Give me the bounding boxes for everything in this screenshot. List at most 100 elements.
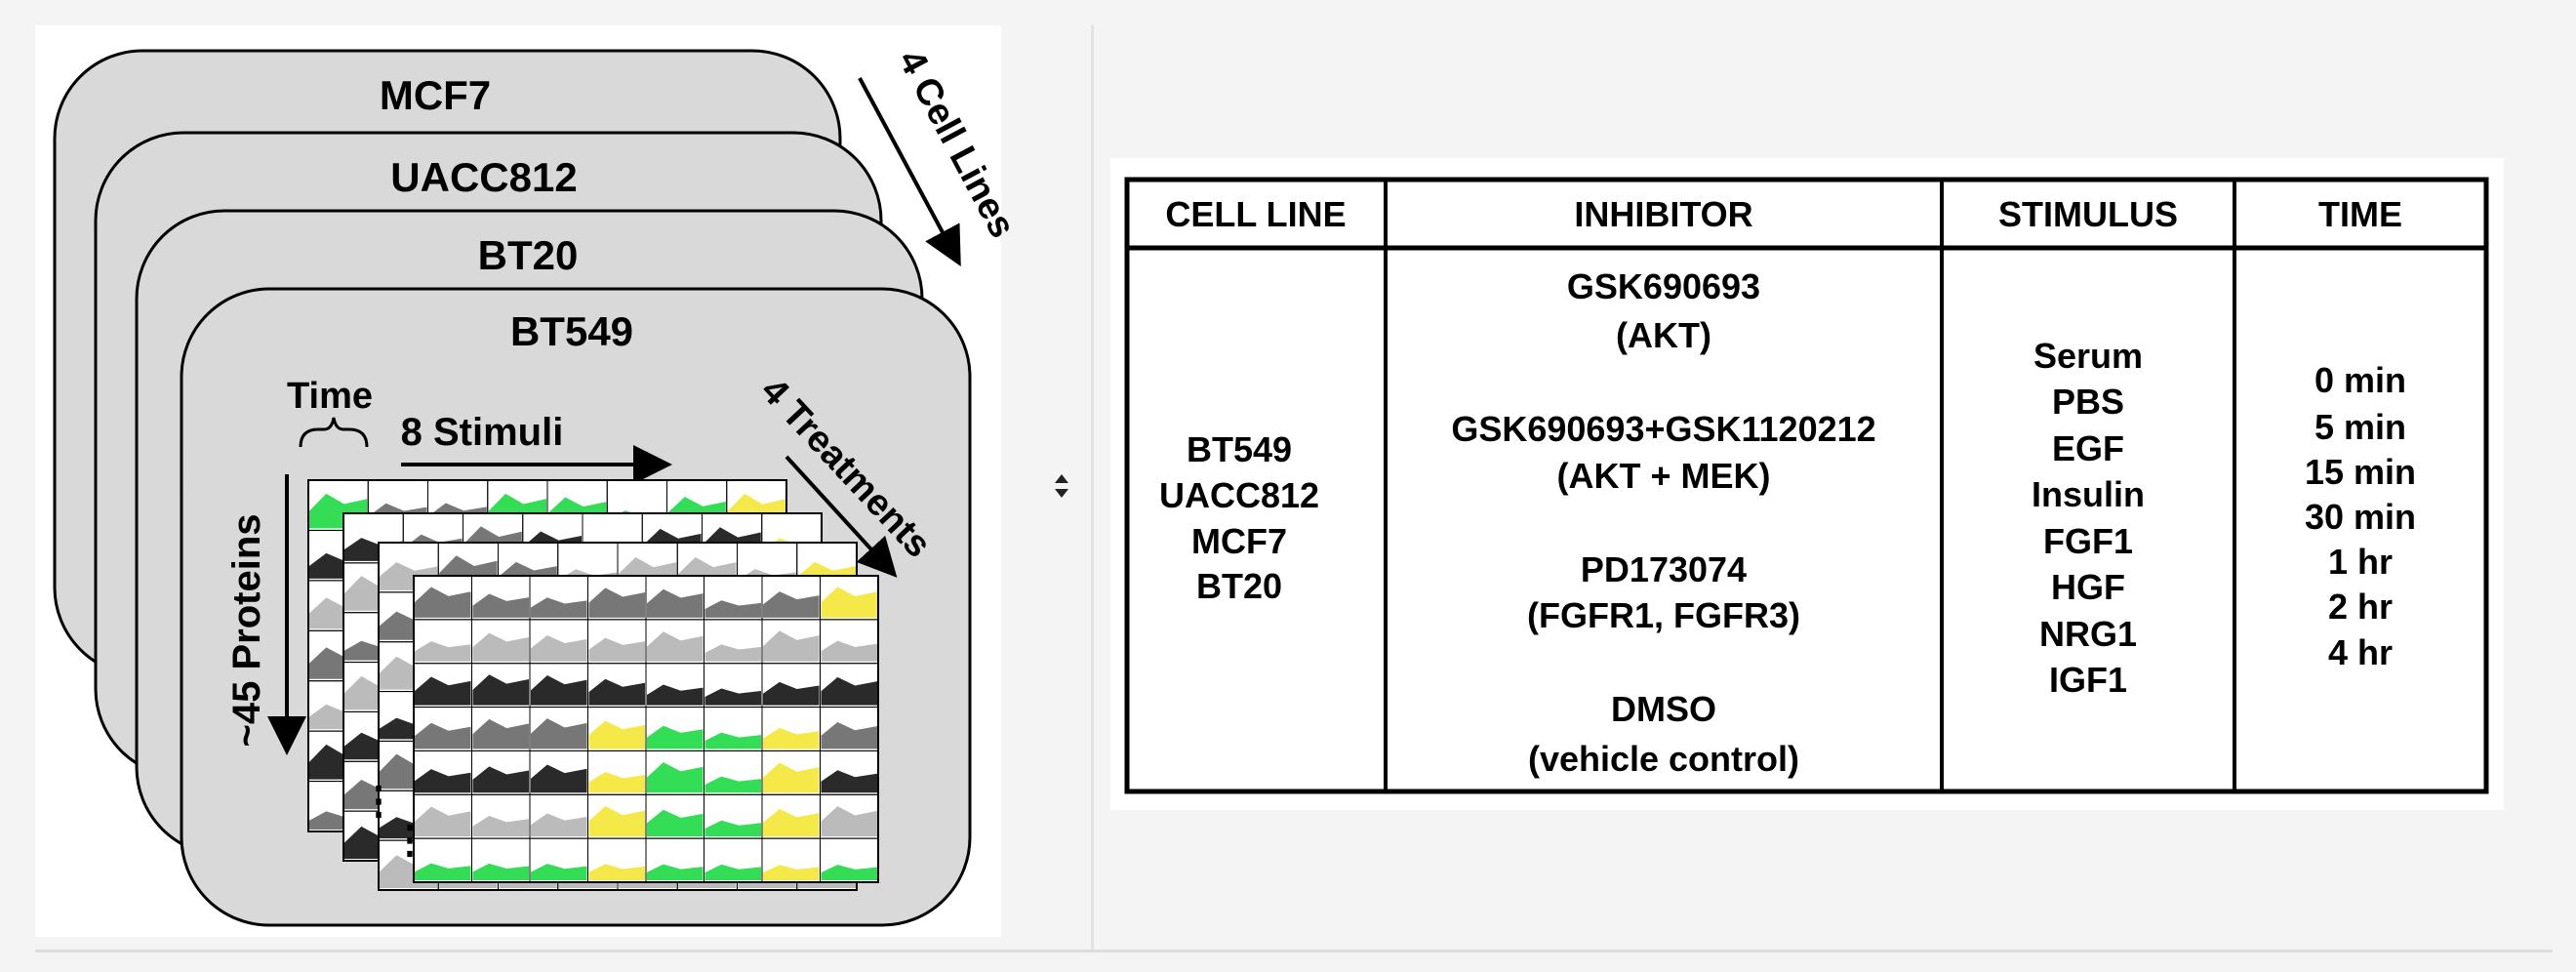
heatmap-cell	[415, 769, 471, 793]
cell-lines-label: 4 Cell Lines	[890, 44, 1023, 245]
heatmap-cell	[763, 865, 820, 880]
cell-line-item: BT549	[1187, 429, 1292, 469]
heatmap-cell	[647, 684, 704, 706]
heatmap-cell	[821, 676, 877, 706]
heatmap-cell	[472, 593, 529, 618]
heatmap-cell	[472, 766, 529, 793]
experiment-table: CELL LINE INHIBITOR STIMULUS TIME BT549 …	[1110, 158, 2504, 810]
ellipsis-back: ⋮	[359, 780, 398, 823]
diagram-panel: MCF7 UACC812 BT20 BT549 4 Cell Lines Tim…	[35, 25, 1023, 937]
inhibitor-target: (vehicle control)	[1528, 739, 1799, 779]
time-item: 1 hr	[2328, 542, 2393, 582]
time-item: 15 min	[2305, 452, 2416, 492]
cell-lines-arrow	[858, 77, 961, 267]
heatmap-cell	[821, 640, 877, 662]
heatmap-cell	[821, 806, 877, 837]
stimulus-item: IGF1	[2049, 660, 2127, 700]
heatmap-cell	[704, 732, 761, 749]
inhibitor-name: GSK690693	[1567, 266, 1760, 306]
stimuli-label: 8 Stimuli	[401, 411, 564, 454]
stimulus-item: EGF	[2052, 428, 2124, 468]
heatmap-cell	[647, 762, 704, 793]
cell-line-item: UACC812	[1159, 475, 1319, 515]
heatmap-cell	[415, 676, 471, 706]
heatmap-cell	[763, 591, 820, 618]
heatmap-cell	[588, 587, 645, 618]
stimulus-item: PBS	[2052, 382, 2124, 422]
heatmap-cell	[704, 600, 761, 618]
ellipsis-front: ⋮	[390, 819, 429, 862]
stimulus-item: FGF1	[2043, 521, 2133, 561]
bottom-border	[35, 950, 2553, 952]
header-cell-line: CELL LINE	[1165, 194, 1346, 234]
heatmap-cell	[763, 762, 820, 793]
heatmap-cell	[588, 720, 645, 749]
header-inhibitor: INHIBITOR	[1574, 194, 1752, 234]
stimulus-item: NRG1	[2039, 614, 2137, 654]
heatmap-cell	[647, 588, 704, 618]
inhibitor-target: (FGFR1, FGFR3)	[1527, 595, 1800, 635]
heatmap-cell	[531, 813, 587, 837]
experiment-diagram: MCF7 UACC812 BT20 BT549 4 Cell Lines Tim…	[53, 44, 1023, 927]
stimulus-item: Serum	[2033, 336, 2143, 376]
inhibitor-name: PD173074	[1581, 549, 1747, 589]
time-item: 5 min	[2314, 407, 2406, 447]
heatmap-cell	[821, 865, 877, 880]
time-item: 4 hr	[2328, 632, 2393, 672]
treatments-arrow	[785, 455, 898, 578]
cell-line-item: BT20	[1196, 566, 1282, 606]
heatmap-cell	[472, 863, 529, 880]
heatmap-cell	[472, 674, 529, 706]
time-item: 0 min	[2314, 360, 2406, 400]
stimulus-item: Insulin	[2032, 474, 2145, 514]
heatmap-cell	[531, 635, 587, 662]
heatmap-cell	[415, 587, 471, 618]
heatmap-cell	[647, 631, 704, 662]
stimulus-item: HGF	[2051, 567, 2125, 607]
heatmap-cell	[704, 820, 761, 837]
header-time: TIME	[2318, 194, 2402, 234]
heatmap-cell	[821, 722, 877, 749]
inhibitor-target: (AKT + MEK)	[1557, 456, 1771, 496]
card-title-bt549: BT549	[510, 308, 633, 354]
time-label: Time	[287, 376, 373, 417]
heatmap-cell	[531, 718, 587, 749]
heatmap-cell	[588, 771, 645, 793]
heatmap-cell	[472, 632, 529, 662]
heatmap-cell	[531, 675, 587, 706]
heatmap-cell	[763, 727, 820, 749]
heatmap-cell	[647, 809, 704, 837]
heatmap-cell	[588, 864, 645, 880]
header-stimulus: STIMULUS	[1998, 194, 2178, 234]
heatmap-cell	[821, 587, 877, 618]
heatmap-cell	[472, 816, 529, 837]
time-item: 30 min	[2305, 497, 2416, 537]
heatmap-cell	[704, 688, 761, 706]
card-title-bt20: BT20	[478, 232, 579, 278]
time-item: 2 hr	[2328, 587, 2393, 627]
cell-line-item: MCF7	[1191, 521, 1287, 561]
heatmap-cell	[588, 637, 645, 662]
table-border	[1124, 177, 2489, 794]
heatmap-cell	[531, 597, 587, 618]
heatmap-cell	[704, 644, 761, 662]
card-title-mcf7: MCF7	[380, 72, 491, 118]
heatmap-cell	[472, 718, 529, 749]
panel-divider	[1091, 25, 1094, 952]
proteins-label: ~45 Proteins	[225, 513, 268, 747]
heatmap-cell	[588, 805, 645, 837]
heatmap-cell	[531, 864, 587, 880]
heatmap-cell	[763, 808, 820, 837]
heatmap-cell	[531, 764, 587, 793]
time-brace	[299, 417, 369, 448]
heatmap-cell	[415, 863, 471, 880]
heatmap-cell	[821, 770, 877, 793]
heatmap-grids	[307, 479, 879, 891]
inhibitor-name: GSK690693+GSK1120212	[1451, 409, 1875, 449]
heatmap-cell	[763, 630, 820, 662]
inhibitor-target: (AKT)	[1616, 315, 1711, 355]
card-title-uacc812: UACC812	[390, 154, 577, 200]
heatmap-cell	[415, 641, 471, 662]
heatmap-cell	[647, 725, 704, 749]
sort-icon[interactable]	[1052, 470, 1071, 502]
